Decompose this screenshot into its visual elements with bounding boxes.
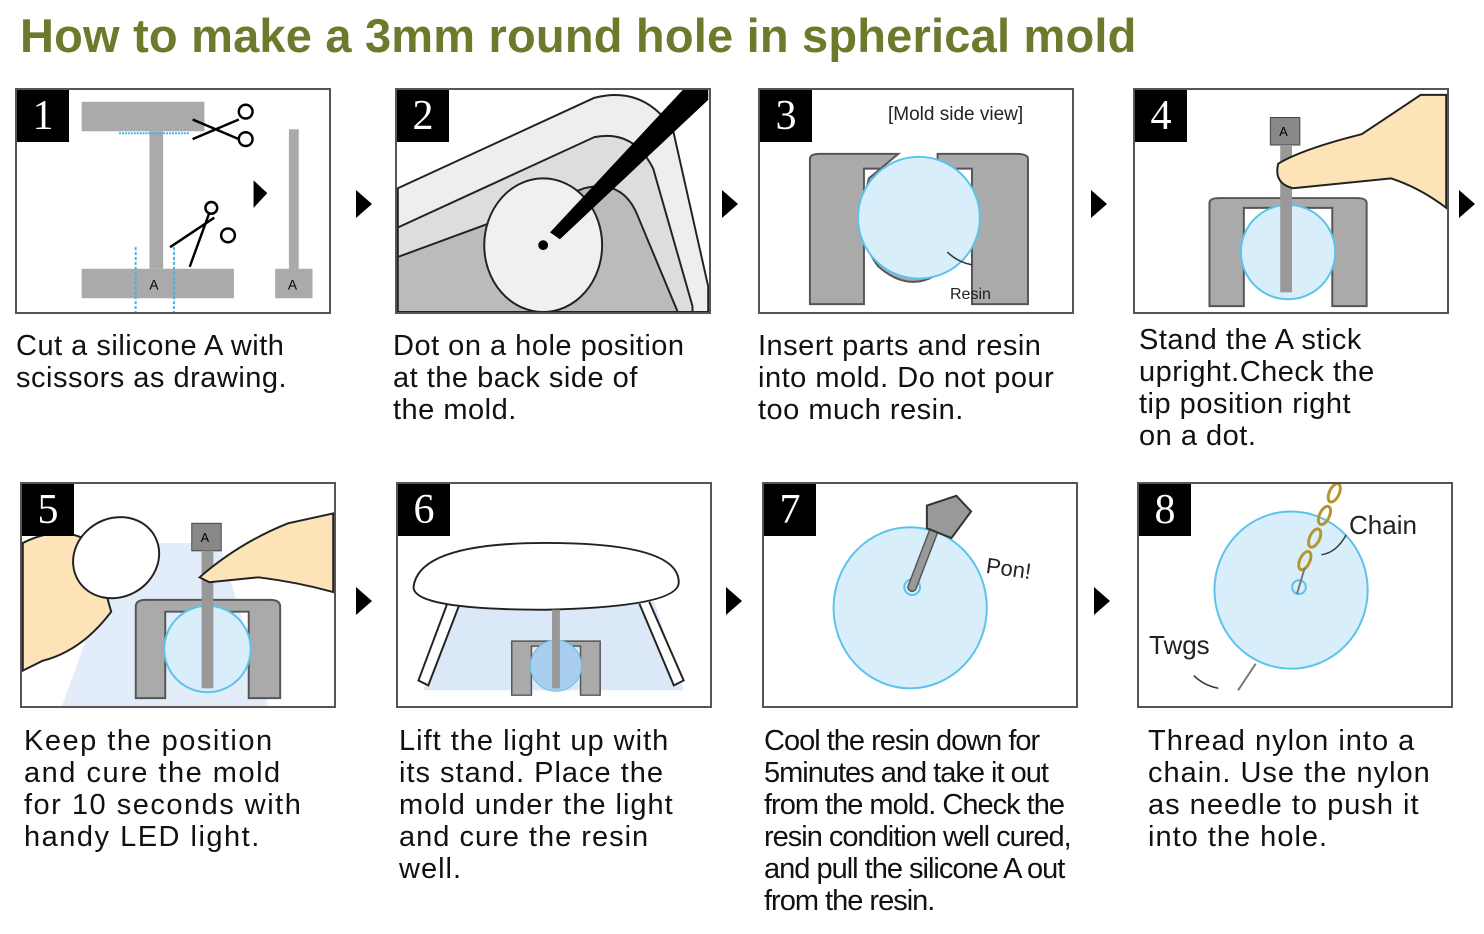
mold-dot-illustration xyxy=(397,90,709,312)
next-arrow-icon xyxy=(726,587,742,615)
step-number: 7 xyxy=(764,484,816,536)
chain-icon xyxy=(1297,484,1342,572)
step-number: 6 xyxy=(398,484,450,536)
next-arrow-icon xyxy=(1459,190,1475,218)
svg-text:A: A xyxy=(1279,124,1288,139)
next-arrow-icon xyxy=(356,190,372,218)
chain-label: Chain xyxy=(1349,510,1417,540)
led-light-icon xyxy=(72,516,161,600)
step-3-caption: Insert parts and resin into mold. Do not… xyxy=(758,330,1055,426)
step-3-panel: 3 [Mold side view] Resin xyxy=(758,88,1074,314)
step-5-caption: Keep the position and cure the mold for … xyxy=(24,725,303,853)
step-6-panel: 6 xyxy=(396,482,712,708)
step-number: 1 xyxy=(17,90,69,142)
mold-side-view-label: [Mold side view] xyxy=(888,104,1024,125)
next-arrow-icon xyxy=(1094,587,1110,615)
led-lamp-icon xyxy=(412,541,680,611)
led-stand-illustration xyxy=(412,541,685,696)
pull-silicone-illustration xyxy=(832,494,988,690)
hand-icon xyxy=(197,512,334,594)
next-arrow-icon xyxy=(356,587,372,615)
step-8-caption: Thread nylon into a chain. Use the nylon… xyxy=(1148,725,1431,853)
step-6-caption: Lift the light up with its stand. Place … xyxy=(399,725,674,885)
step-8-panel: 8 Chain Twgs xyxy=(1137,482,1453,708)
step-4-panel: 4 A xyxy=(1133,88,1449,314)
resin-label: Resin xyxy=(950,286,991,303)
step-1-caption: Cut a silicone A with scissors as drawin… xyxy=(16,330,288,394)
step-number: 3 xyxy=(760,90,812,142)
thread-chain-illustration xyxy=(1193,484,1369,691)
cure-led-illustration: A xyxy=(22,512,334,706)
label-a: A xyxy=(149,277,159,292)
label-a: A xyxy=(288,277,298,292)
step-2-panel: 2 xyxy=(395,88,711,314)
step-number: 2 xyxy=(397,90,449,142)
step-5-panel: 5 A xyxy=(20,482,336,708)
step-7-panel: 7 Pon! xyxy=(762,482,1078,708)
scissors-icon xyxy=(192,103,254,148)
next-arrow-icon xyxy=(1091,190,1107,218)
step-2-caption: Dot on a hole position at the back side … xyxy=(393,330,685,426)
step-1-panel: 1 A A xyxy=(15,88,331,314)
step-number: 4 xyxy=(1135,90,1187,142)
stand-stick-illustration: A xyxy=(1208,93,1447,308)
step-number: 8 xyxy=(1139,484,1191,536)
svg-text:A: A xyxy=(201,530,210,545)
cut-silicone-illustration: A A xyxy=(81,101,313,312)
scissors-icon xyxy=(169,200,237,268)
page-title: How to make a 3mm round hole in spherica… xyxy=(20,9,1137,62)
next-arrow-icon xyxy=(722,190,738,218)
step-number: 5 xyxy=(22,484,74,536)
step-4-caption: Stand the A stick upright.Check the tip … xyxy=(1139,324,1375,452)
mold-side-view-illustration xyxy=(808,152,1029,306)
pen-icon xyxy=(550,90,709,240)
step-7-caption: Cool the resin down for 5minutes and tak… xyxy=(764,725,1072,917)
hand-icon xyxy=(1276,93,1447,210)
twgs-label: Twgs xyxy=(1149,630,1210,660)
